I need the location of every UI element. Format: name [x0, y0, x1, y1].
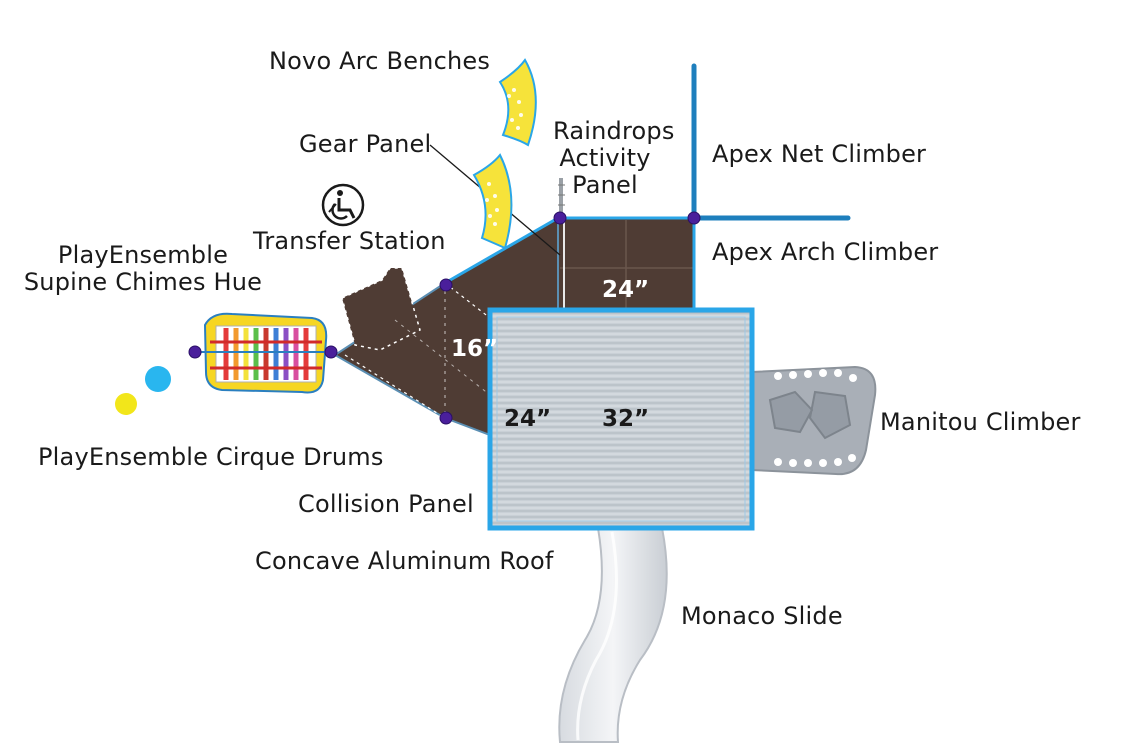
- roof-height-left: 24”: [504, 406, 551, 432]
- cirque-drum-blue: [145, 366, 171, 392]
- roof-height-center: 32”: [602, 406, 649, 432]
- label-supine-chimes-hue: PlayEnsemble Supine Chimes Hue: [23, 241, 263, 296]
- manitou-climber-holds: [774, 369, 857, 467]
- label-collision-panel: Collision Panel: [298, 490, 474, 518]
- cirque-drum-yellow: [115, 393, 137, 415]
- label-apex-net-climber: Apex Net Climber: [712, 140, 927, 168]
- monaco-slide: [558, 527, 668, 743]
- label-manitou-climber: Manitou Climber: [880, 408, 1081, 436]
- wheelchair-accessible-icon: [321, 183, 365, 227]
- deck-posts: [188, 211, 701, 425]
- label-monaco-slide: Monaco Slide: [681, 602, 843, 630]
- label-raindrops-activity-panel: Raindrops Activity Panel: [553, 117, 675, 199]
- label-transfer-station: Transfer Station: [253, 227, 446, 255]
- deck-height-left: 16”: [451, 336, 498, 362]
- supine-chimes-hue: [203, 312, 328, 394]
- label-cirque-drums: PlayEnsemble Cirque Drums: [38, 443, 384, 471]
- deck-height-upper: 24”: [602, 277, 649, 303]
- transfer-station: [341, 267, 421, 351]
- concave-aluminum-roof: [487, 307, 755, 531]
- label-apex-arch-climber: Apex Arch Climber: [712, 238, 939, 266]
- label-novo-arc-benches: Novo Arc Benches: [269, 47, 491, 75]
- label-concave-aluminum-roof: Concave Aluminum Roof: [255, 547, 554, 575]
- label-gear-panel: Gear Panel: [299, 130, 432, 158]
- novo-arc-bench-lower: [472, 153, 513, 250]
